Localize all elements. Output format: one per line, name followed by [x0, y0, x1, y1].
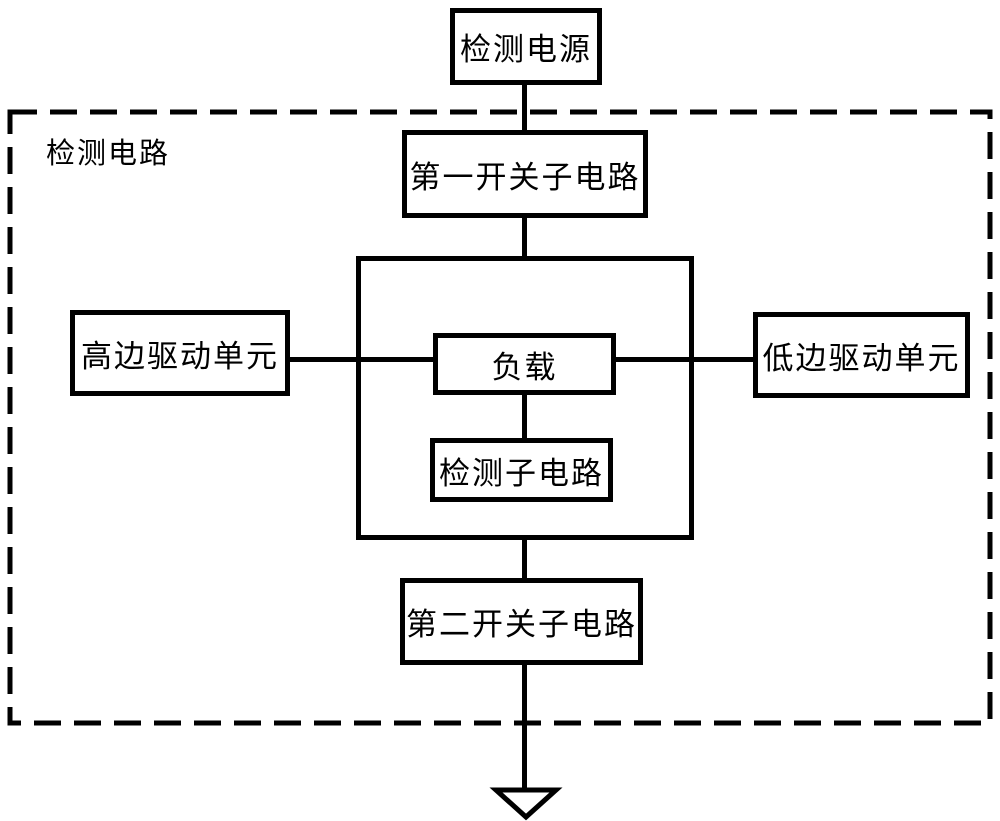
connector-load-block-to-switch2 [522, 540, 527, 578]
node-detection-subcircuit: 检测子电路 [430, 438, 613, 502]
node-second-switch-subcircuit-label: 第二开关子电路 [406, 607, 637, 642]
node-first-switch-subcircuit: 第一开关子电路 [402, 130, 648, 218]
ground-symbol-icon [489, 787, 563, 821]
connector-switch2-to-ground [522, 665, 527, 792]
node-second-switch-subcircuit: 第二开关子电路 [400, 578, 643, 665]
node-detection-subcircuit-label: 检测子电路 [439, 455, 604, 491]
node-load-label: 负载 [491, 349, 558, 385]
node-high-side-drive-unit: 高边驱动单元 [70, 310, 290, 396]
connector-load-to-detectsub [522, 395, 527, 438]
connector-switch1-to-load-block [522, 218, 527, 256]
node-low-side-drive-unit: 低边驱动单元 [753, 312, 970, 398]
node-first-switch-subcircuit-label: 第一开关子电路 [409, 159, 641, 195]
connector-load-to-lowside [616, 357, 753, 362]
node-detection-power-label: 检测电源 [460, 32, 592, 67]
connector-highside-to-load [290, 357, 433, 362]
node-detection-power: 检测电源 [450, 8, 602, 85]
node-load: 负载 [433, 333, 616, 395]
node-high-side-drive-unit-label: 高边驱动单元 [81, 338, 279, 374]
detection-circuit-label: 检测电路 [46, 138, 171, 170]
node-low-side-drive-unit-label: 低边驱动单元 [762, 340, 961, 376]
connector-power-to-switch1 [522, 83, 527, 130]
detection-circuit-dashed-boundary [7, 109, 993, 726]
